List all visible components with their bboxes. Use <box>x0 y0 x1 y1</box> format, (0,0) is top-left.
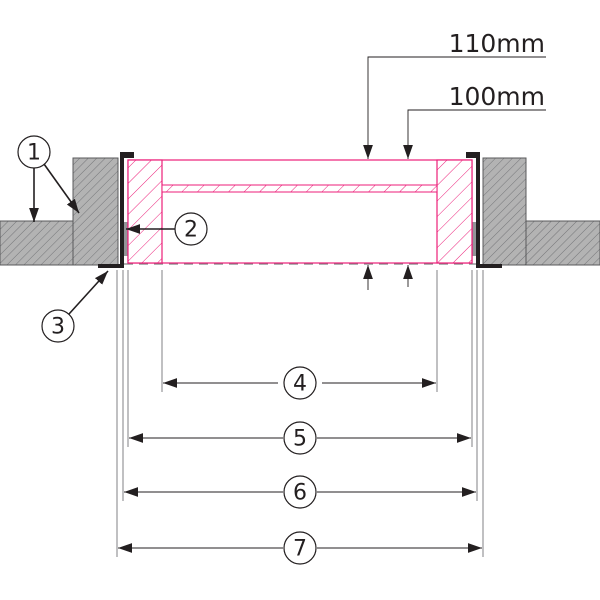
pink-frame <box>127 159 473 264</box>
left-wall-lower-block <box>0 220 74 266</box>
width-dimension-5: 5 <box>129 421 471 455</box>
callout-6-label: 6 <box>293 481 307 506</box>
frame-left-jamb <box>127 159 163 264</box>
callout-5-label: 5 <box>293 427 307 452</box>
callout-3-label: 3 <box>51 315 65 340</box>
left-bracket <box>98 152 134 268</box>
depth-dimension-100: 100mm <box>403 82 546 287</box>
callout-3: 3 <box>41 270 109 343</box>
frame-outline <box>127 159 473 264</box>
right-bracket <box>466 152 502 268</box>
width-dimension-6: 6 <box>124 475 476 509</box>
callout-4-label: 4 <box>293 372 307 397</box>
depth-dimension-110: 110mm <box>363 29 546 290</box>
left-gasket <box>124 222 128 256</box>
callout-1-label: 1 <box>27 141 41 166</box>
right-gasket <box>472 222 476 256</box>
right-wall <box>482 157 600 266</box>
extension-lines <box>116 270 484 557</box>
frame-right-jamb <box>436 159 473 264</box>
frame-middle-shelf <box>161 184 438 193</box>
callout-2: 2 <box>126 212 208 246</box>
width-dimension-7: 7 <box>118 531 482 565</box>
depth-label-100: 100mm <box>449 82 545 111</box>
right-wall-lower-block <box>525 220 600 266</box>
callout-2-label: 2 <box>184 218 198 243</box>
callout-1: 1 <box>17 135 80 222</box>
left-wall <box>0 157 119 266</box>
depth-label-110: 110mm <box>449 29 545 58</box>
width-dimension-4: 4 <box>163 366 436 400</box>
callout-7-label: 7 <box>293 537 307 562</box>
left-wall-tall-block <box>72 157 119 266</box>
right-wall-tall-block <box>482 157 527 266</box>
